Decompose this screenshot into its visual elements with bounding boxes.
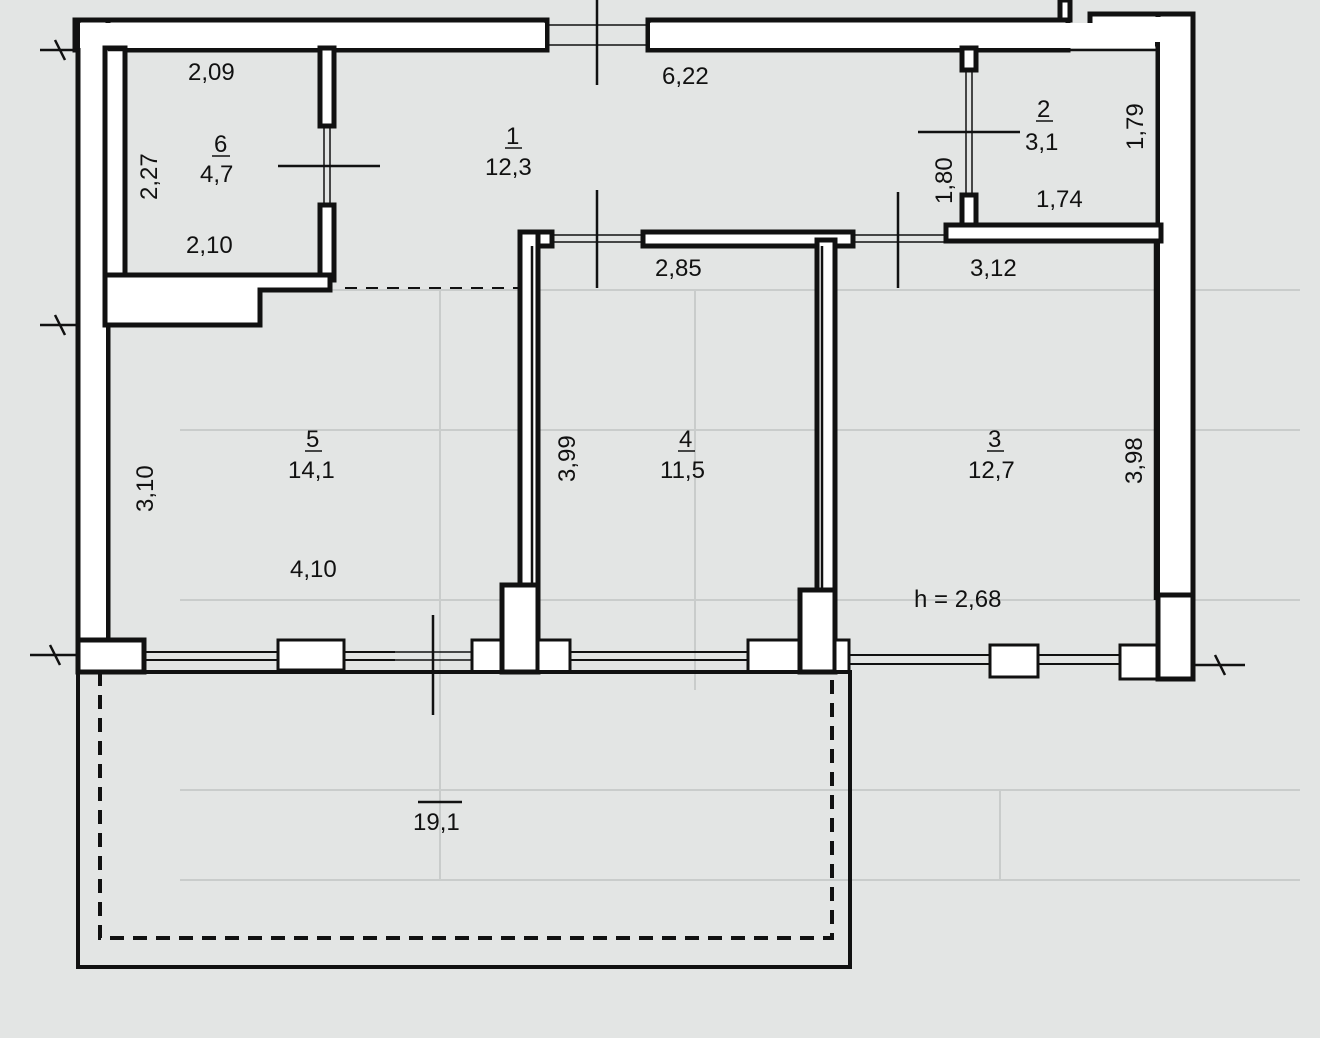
room-6-number: 6 [214, 131, 227, 158]
dim-room6-side: 2,27 [136, 153, 163, 200]
balcony-area: 19,1 [413, 809, 460, 836]
dim-room2-side: 1,79 [1122, 103, 1149, 150]
ceiling-height: h = 2,68 [914, 586, 1001, 613]
dim-room3-height: 3,98 [1121, 437, 1148, 484]
outer-walls [72, 0, 1196, 682]
room-4-3-top-walls [517, 190, 946, 288]
room-6-walls [102, 45, 380, 328]
room-6-area: 4,7 [200, 161, 233, 188]
room-1-number: 1 [506, 123, 519, 150]
room-1-area: 12,3 [485, 154, 532, 181]
dim-room4-height: 3,99 [554, 435, 581, 482]
dim-room4-width: 2,85 [655, 255, 702, 282]
dim-room5-width: 4,10 [290, 556, 337, 583]
balcony [76, 670, 852, 969]
dim-corridor-top: 6,22 [662, 63, 709, 90]
facade-windows [75, 582, 1196, 715]
room-5-number: 5 [306, 426, 319, 453]
room-2-walls [918, 45, 1164, 244]
dim-room6-bottom: 2,10 [186, 232, 233, 259]
break-marks [30, 39, 1245, 676]
room-5-area: 14,1 [288, 457, 335, 484]
room-4-area: 11,5 [660, 457, 705, 484]
background-table-lines [180, 289, 1300, 881]
room-3-area: 12,7 [968, 457, 1015, 484]
room-4-number: 4 [679, 426, 692, 453]
room-2-area: 3,1 [1025, 129, 1058, 156]
dim-room2-bottom: 1,74 [1036, 186, 1083, 213]
dim-room3-width: 3,12 [970, 255, 1017, 282]
dim-door-height: 1,80 [931, 157, 958, 204]
dim-room5-height: 3,10 [132, 465, 159, 512]
labels: 2,09 6 4,7 2,27 2,10 6,22 1 12,3 2 3,1 1… [132, 59, 1149, 836]
room-3-number: 3 [988, 426, 1001, 453]
dim-room6-top: 2,09 [188, 59, 235, 86]
room-2-number: 2 [1037, 96, 1050, 123]
